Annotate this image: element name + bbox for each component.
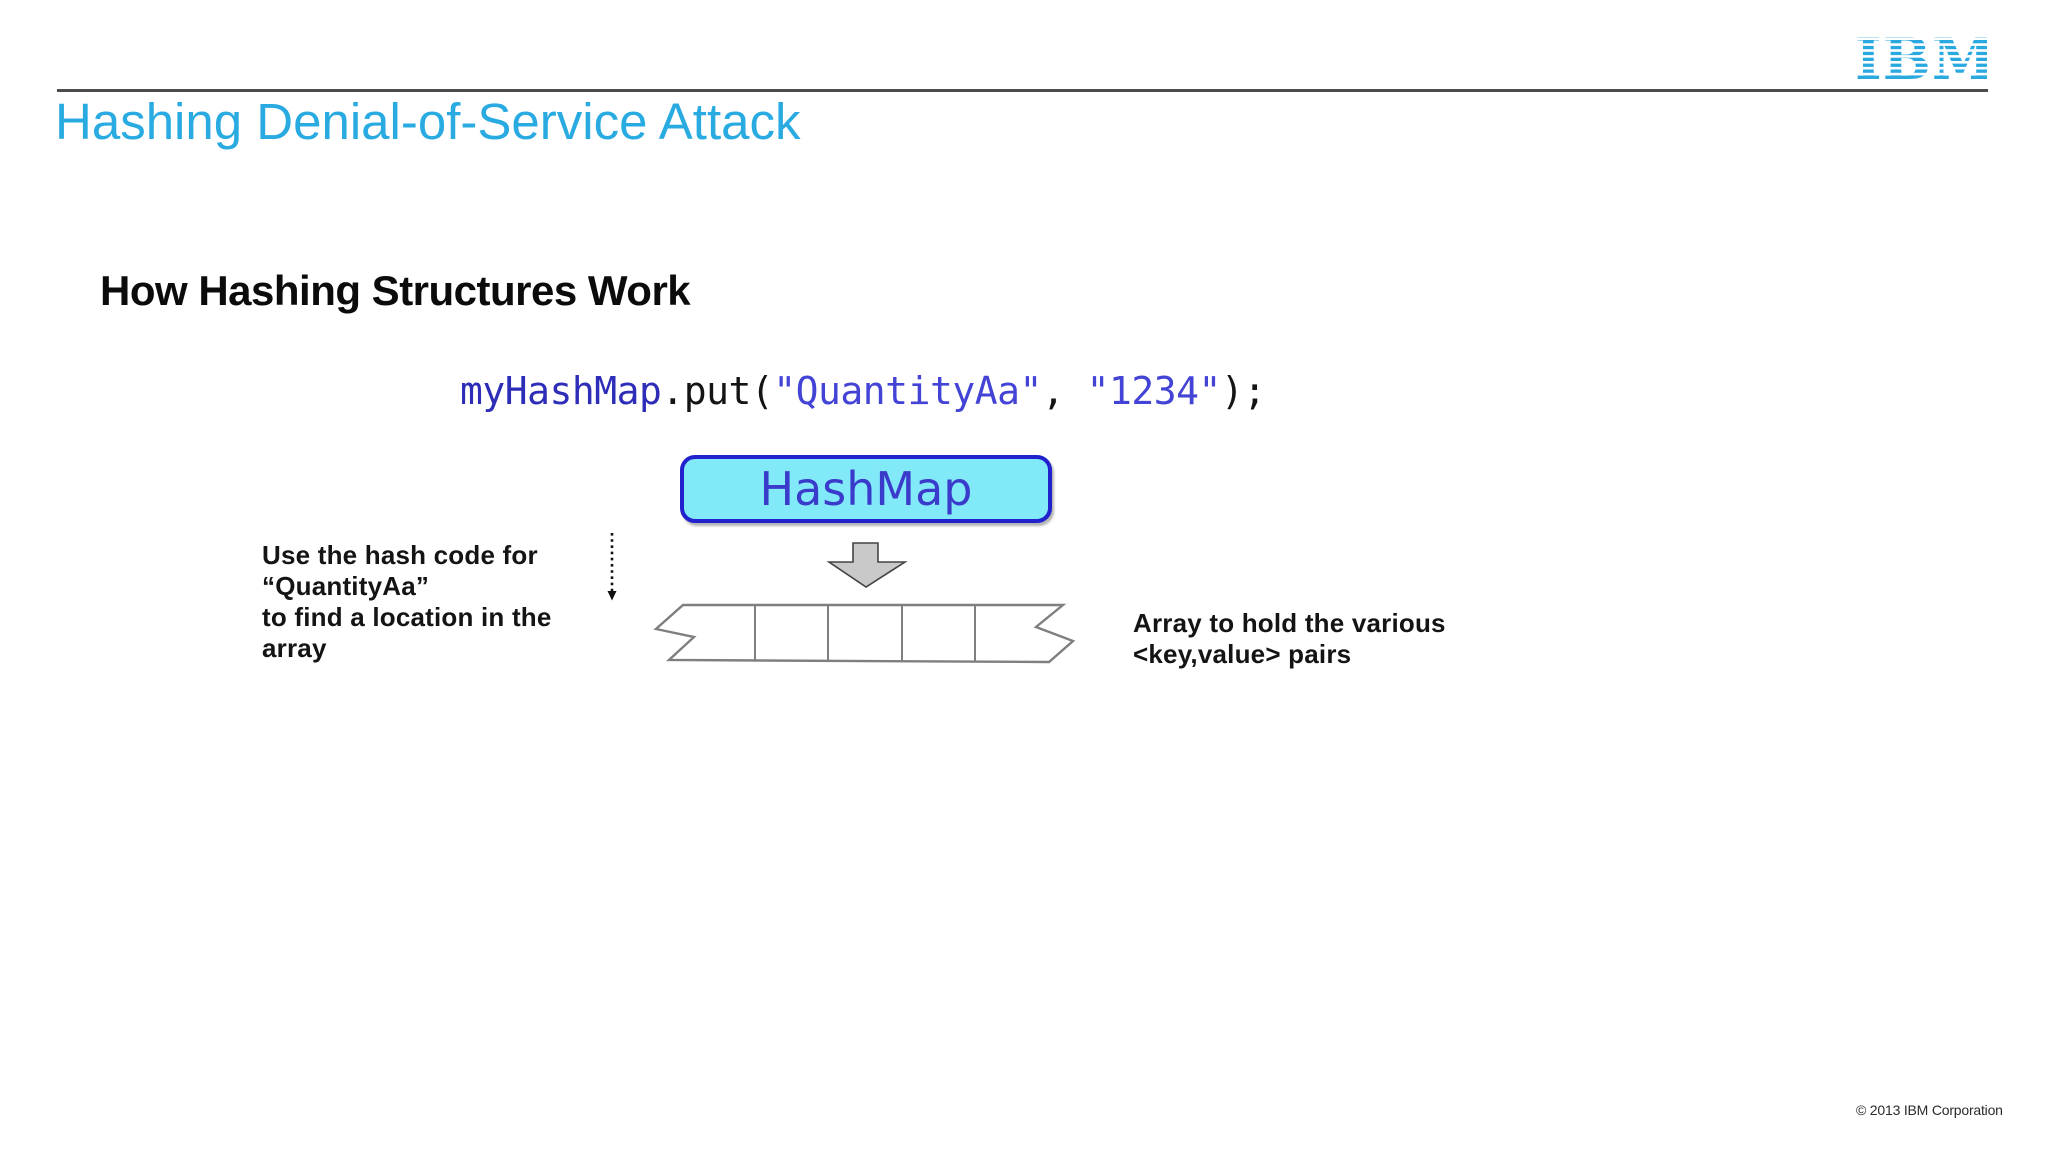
hashmap-label: HashMap [759, 462, 973, 516]
right-annotation-line2: <key,value> pairs [1133, 639, 1352, 669]
left-annotation-line1: Use the hash code for [262, 540, 538, 570]
right-annotation: Array to hold the various <key,value> pa… [1133, 608, 1446, 670]
ibm-logo-stripe-gaps [1855, 37, 1987, 76]
left-annotation: Use the hash code for “QuantityAa” to fi… [262, 540, 552, 664]
array-diagram [607, 533, 1076, 664]
code-arg1-string: "QuantityAa" [773, 369, 1042, 413]
left-annotation-line4: array [262, 633, 327, 663]
code-comma: , [1041, 369, 1087, 413]
right-annotation-line1: Array to hold the various [1133, 608, 1446, 638]
array-band [653, 603, 1076, 664]
hashmap-box: HashMap [680, 455, 1052, 523]
left-annotation-line3: to find a location in the [262, 602, 552, 632]
code-method-call: .put( [661, 369, 774, 413]
down-arrow-icon [826, 542, 908, 588]
code-arg2-string: "1234" [1086, 369, 1222, 413]
ibm-logo-icon: IBM [1855, 34, 1987, 82]
footer-copyright: © 2013 IBM Corporation [1856, 1102, 2003, 1118]
code-line: myHashMap.put("QuantityAa", "1234"); [460, 372, 1266, 410]
header-rule [57, 89, 1988, 92]
code-close: ); [1220, 369, 1266, 413]
slide-title: Hashing Denial-of-Service Attack [55, 93, 801, 150]
section-heading: How Hashing Structures Work [100, 267, 691, 314]
left-annotation-line2: “QuantityAa” [262, 571, 430, 601]
dotted-arrow-icon [607, 533, 617, 601]
code-identifier: myHashMap [460, 369, 662, 413]
